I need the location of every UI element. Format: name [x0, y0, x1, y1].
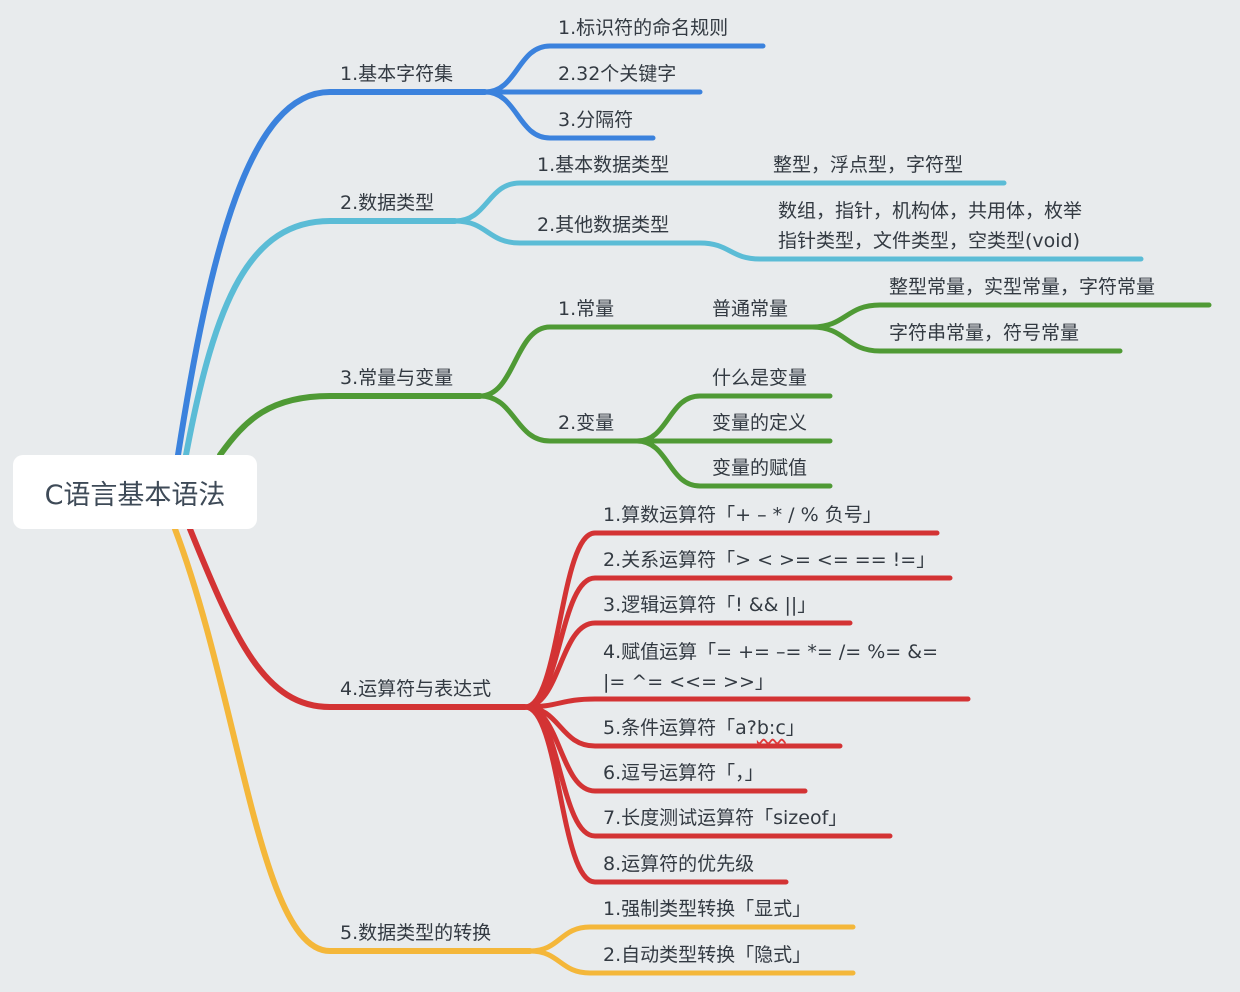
edge-root-b5	[172, 526, 533, 954]
branch-operators-expressions[interactable]: 4.运算符与表达式	[340, 678, 492, 700]
branch-constants-variables[interactable]: 3.常量与变量	[340, 367, 454, 389]
leaf-assignment-operators[interactable]: 4.赋值运算「= += –= *= /= %= &= |= ^= <<= >>」	[603, 637, 938, 697]
edge-b3-variables	[477, 393, 640, 444]
leaf-variable-definition[interactable]: 变量的定义	[712, 412, 808, 434]
node-variables[interactable]: 2.变量	[558, 412, 615, 434]
edge-root-b4	[187, 526, 528, 710]
edge-b3-const-leaf2	[809, 324, 1123, 354]
assignment-line-2: |= ^= <<= >>」	[603, 671, 774, 693]
node-normal-constants[interactable]: 普通常量	[712, 298, 789, 320]
leaf-operator-precedence[interactable]: 8.运算符的优先级	[603, 853, 755, 875]
edge-root-b2	[183, 218, 458, 458]
leaf-other-types-detail[interactable]: 数组，指针，机构体，共用体，枚举 指针类型，文件类型，空类型(void)	[778, 196, 1082, 256]
other-types-line-2: 指针类型，文件类型，空类型(void)	[778, 230, 1081, 252]
leaf-arithmetic-operators[interactable]: 1.算数运算符「+ – * / % 负号」	[603, 504, 882, 526]
edge-b4-leaf-8	[522, 704, 789, 885]
conditional-suffix: 」	[785, 717, 805, 739]
edge-b2-basic	[452, 180, 1007, 224]
edge-b3-constants	[477, 324, 815, 399]
edge-b5-leaf2	[527, 948, 856, 976]
leaf-identifier-rules[interactable]: 1.标识符的命名规则	[558, 17, 729, 39]
root-node[interactable]: C语言基本语法	[13, 455, 257, 529]
assignment-line-1: 4.赋值运算「= += –= *= /= %= &=	[603, 641, 938, 663]
node-constants[interactable]: 1.常量	[558, 298, 615, 320]
leaf-conditional-operator[interactable]: 5.条件运算符「a?b:c」	[603, 716, 805, 740]
leaf-string-constants[interactable]: 字符串常量，符号常量	[889, 322, 1080, 344]
leaf-basic-types-detail[interactable]: 整型，浮点型，字符型	[773, 154, 964, 176]
leaf-comma-operator[interactable]: 6.逗号运算符「，」	[603, 762, 764, 784]
branch-data-types[interactable]: 2.数据类型	[340, 192, 435, 214]
edge-root-b3	[217, 393, 483, 458]
edge-b4-leaf-3	[522, 620, 853, 710]
other-types-line-1: 数组，指针，机构体，共用体，枚举	[778, 200, 1083, 222]
branch-type-conversion[interactable]: 5.数据类型的转换	[340, 922, 492, 944]
leaf-relational-operators[interactable]: 2.关系运算符「> < >= <= == !=」	[603, 549, 936, 571]
edge-b3-var-leaf3	[634, 438, 833, 489]
node-basic-data-types[interactable]: 1.基本数据类型	[537, 154, 670, 176]
edge-b4-leaf-4	[522, 696, 971, 710]
leaf-implicit-conversion[interactable]: 2.自动类型转换「隐式」	[603, 944, 812, 966]
spellcheck-underline: b:c	[756, 717, 786, 739]
leaf-logical-operators[interactable]: 3.逻辑运算符「! && ||」	[603, 594, 817, 616]
leaf-what-is-variable[interactable]: 什么是变量	[712, 367, 808, 389]
leaf-32-keywords[interactable]: 2.32个关键字	[558, 63, 677, 85]
conditional-prefix: 5.条件运算符「a?	[603, 717, 757, 739]
leaf-sizeof-operator[interactable]: 7.长度测试运算符「sizeof」	[603, 807, 848, 829]
edge-root-b1	[175, 89, 488, 458]
branch-basic-charset[interactable]: 1.基本字符集	[340, 63, 454, 85]
leaf-explicit-conversion[interactable]: 1.强制类型转换「显式」	[603, 898, 812, 920]
edge-b2-other	[452, 218, 1144, 262]
node-other-data-types[interactable]: 2.其他数据类型	[537, 214, 670, 236]
leaf-numeric-constants[interactable]: 整型常量，实型常量，字符常量	[889, 276, 1156, 298]
edge-b1-leaf3	[482, 89, 656, 141]
leaf-separators[interactable]: 3.分隔符	[558, 109, 634, 131]
leaf-variable-assignment[interactable]: 变量的赋值	[712, 457, 808, 479]
